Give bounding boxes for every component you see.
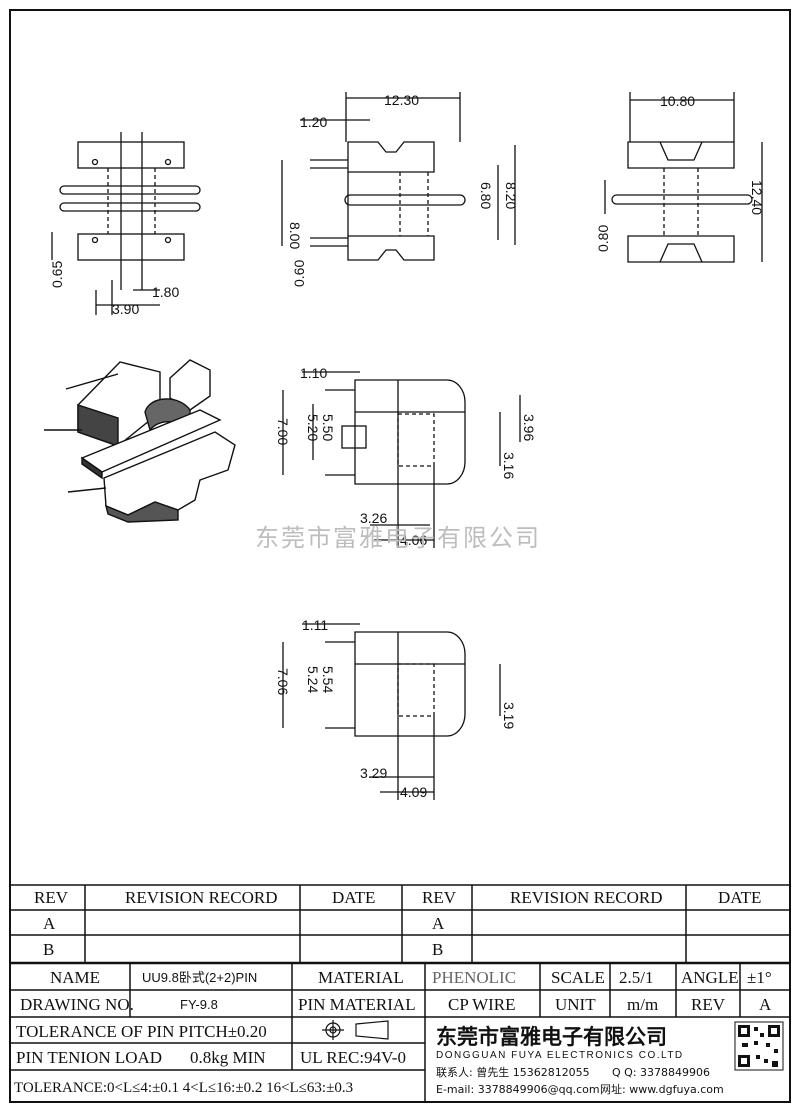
material-value: PHENOLIC bbox=[432, 968, 516, 987]
dim-side-h1: 8.00 bbox=[287, 222, 303, 249]
tolerance-line: TOLERANCE:0<L≤4:±0.1 4<L≤16:±0.2 16<L≤63… bbox=[14, 1080, 353, 1096]
contact-person: 联系人: 曾先生 15362812055 bbox=[436, 1065, 590, 1079]
section-view-1 bbox=[282, 371, 521, 548]
tolerance-pin-pitch: TOLERANCE OF PIN PITCH±0.20 bbox=[16, 1022, 267, 1041]
ul-rec: UL REC:94V-0 bbox=[300, 1048, 406, 1067]
qr-code-icon bbox=[734, 1021, 784, 1071]
dim-pin-width: 1.80 bbox=[152, 284, 179, 300]
date-header-left: DATE bbox=[332, 888, 375, 907]
front-view bbox=[51, 132, 201, 315]
section-view-2 bbox=[282, 623, 501, 800]
projection-symbol-icon bbox=[322, 1020, 389, 1040]
dim-s1-r2: 3.16 bbox=[501, 452, 517, 479]
revision-record-right: REVISION RECORD bbox=[510, 888, 663, 907]
dim-side-pin: 0.60 bbox=[291, 260, 307, 287]
side-view bbox=[281, 92, 516, 261]
dim-s1-outer: 7.00 bbox=[275, 418, 291, 445]
dim-s1-b1: 3.26 bbox=[360, 510, 387, 526]
pin-material-label: PIN MATERIAL bbox=[298, 995, 416, 1014]
dim-s2-b1: 3.29 bbox=[360, 765, 387, 781]
company-name-en: DONGGUAN FUYA ELECTRONICS CO.LTD bbox=[436, 1050, 684, 1061]
angle-label: ANGLE bbox=[681, 968, 739, 987]
dim-side-offset: 1.20 bbox=[300, 114, 327, 130]
email: E-mail: 3378849906@qq.com bbox=[436, 1083, 600, 1096]
rev-header-right: REV bbox=[422, 888, 457, 907]
dim-s1-mid: 5.20 bbox=[305, 414, 321, 441]
rev-b-right: B bbox=[432, 940, 443, 959]
pin-material-value: CP WIRE bbox=[448, 995, 516, 1014]
dim-pitch: 3.90 bbox=[112, 301, 139, 317]
dim-flange: 0.65 bbox=[49, 261, 65, 288]
rev-a-left: A bbox=[43, 914, 56, 933]
dim-s2-r1: 3.19 bbox=[501, 702, 517, 729]
drawing-no-value: FY-9.8 bbox=[180, 997, 218, 1012]
title-block-grid bbox=[10, 884, 790, 1102]
watermark: 东莞市富雅电子有限公司 bbox=[255, 524, 541, 552]
qq-number: Q Q: 3378849906 bbox=[612, 1066, 710, 1079]
dim-side-h2: 6.80 bbox=[478, 182, 494, 209]
isometric-view bbox=[44, 359, 236, 523]
end-view bbox=[604, 92, 763, 263]
revision-record-left: REVISION RECORD bbox=[125, 888, 278, 907]
pin-load-label: PIN TENION LOAD bbox=[16, 1048, 162, 1067]
rev-label: REV bbox=[691, 995, 726, 1014]
pin-load-value: 0.8kg MIN bbox=[190, 1048, 266, 1067]
material-label: MATERIAL bbox=[318, 968, 404, 987]
dim-s2-in: 5.54 bbox=[320, 666, 336, 693]
date-header-right: DATE bbox=[718, 888, 761, 907]
dim-s1-in: 5.50 bbox=[320, 414, 336, 441]
rev-value: A bbox=[759, 995, 772, 1014]
company-name-cn: 东莞市富雅电子有限公司 bbox=[436, 1025, 667, 1049]
dim-s2-b2: 4.09 bbox=[400, 784, 427, 800]
dim-s2-mid: 5.24 bbox=[305, 666, 321, 693]
dim-s1-top: 1.10 bbox=[300, 365, 327, 381]
dim-side-width: 12.30 bbox=[384, 92, 419, 108]
scale-value: 2.5/1 bbox=[619, 968, 653, 987]
name-label: NAME bbox=[50, 968, 100, 987]
dim-s1-r1: 3.96 bbox=[521, 414, 537, 441]
dim-end-gap: 0.80 bbox=[595, 225, 611, 252]
dim-s2-top: 1.11 bbox=[302, 617, 328, 633]
name-value: UU9.8卧式(2+2)PIN bbox=[142, 970, 257, 985]
website: 网址: www.dgfuya.com bbox=[600, 1082, 724, 1096]
dim-s2-outer: 7.06 bbox=[275, 668, 291, 695]
rev-header-left: REV bbox=[34, 888, 69, 907]
unit-value: m/m bbox=[627, 995, 658, 1014]
angle-value: ±1° bbox=[747, 968, 772, 987]
rev-b-left: B bbox=[43, 940, 54, 959]
dim-end-height: 12.40 bbox=[749, 180, 765, 215]
dim-s1-b2: 4.06 bbox=[400, 532, 427, 548]
sheet-border bbox=[9, 9, 791, 1103]
unit-label: UNIT bbox=[555, 995, 596, 1014]
dim-end-width: 10.80 bbox=[660, 93, 695, 109]
dim-side-h3: 8.20 bbox=[503, 182, 519, 209]
scale-label: SCALE bbox=[551, 968, 605, 987]
drawing-no-label: DRAWING NO. bbox=[20, 995, 134, 1014]
rev-a-right: A bbox=[432, 914, 445, 933]
